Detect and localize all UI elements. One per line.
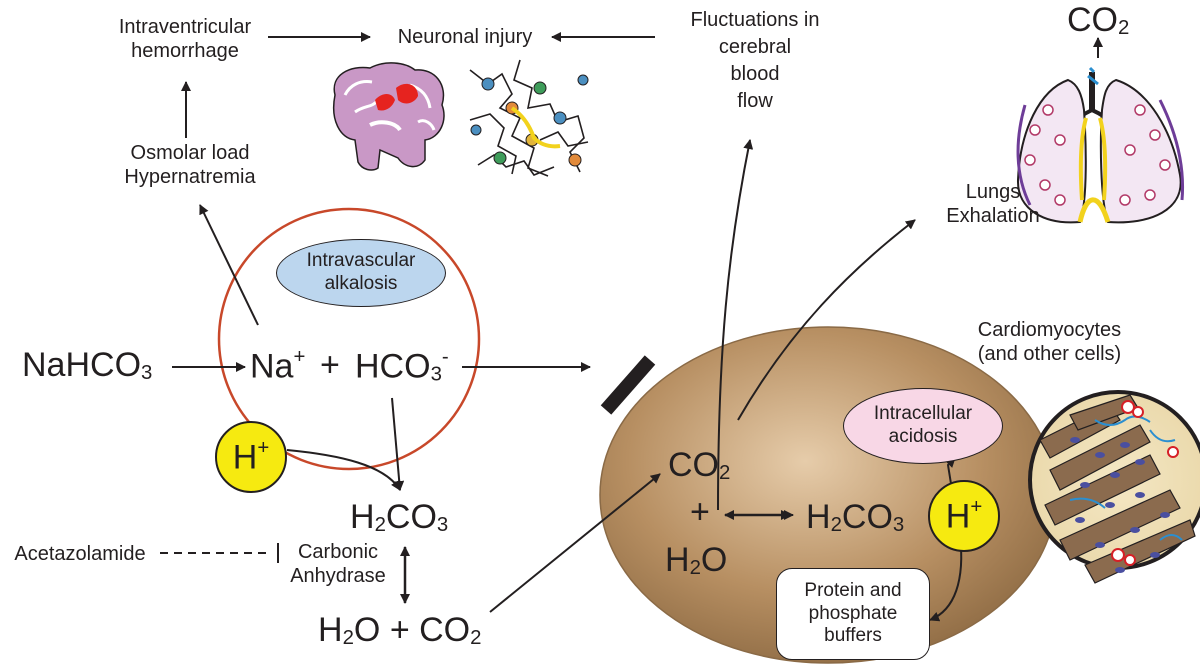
brain-section-icon: [333, 62, 445, 171]
double-arrows: [400, 510, 791, 604]
co2-formula-cell: CO2: [668, 446, 731, 485]
plus-sign-cell: +: [690, 493, 710, 531]
neurons-icon: [469, 59, 589, 177]
buffers-line1: Protein and: [804, 579, 902, 601]
h2co3-formula-left: H2CO3: [350, 498, 449, 537]
lungs-icon: [1016, 66, 1185, 224]
cardiomyocytes-label: Cardiomyocytes(and other cells): [977, 319, 1122, 365]
h2o-formula-cell: H2O: [665, 541, 728, 580]
intravascular-line2: alkalosis: [324, 273, 398, 294]
co2-formula-top: CO2: [1067, 1, 1130, 40]
intravascular-line1: Intravascular: [306, 250, 416, 272]
buffers-line3: buffers: [824, 625, 882, 647]
h-ion-circle-left: H+: [215, 421, 287, 493]
plus-sign: +: [320, 346, 340, 384]
h2co3-formula-cell: H2CO3: [806, 498, 905, 537]
buffers-line2: phosphate: [808, 602, 898, 624]
h-ion-circle-right: H+: [928, 480, 1000, 552]
nahco3-formula: NaHCO3: [22, 346, 153, 385]
intracellular-line2: acidosis: [888, 426, 958, 447]
na-formula: Na+: [250, 346, 306, 386]
acetazolamide-label: Acetazolamide: [14, 543, 146, 565]
block-bar: [600, 355, 656, 415]
hco3-formula: HCO3-: [355, 346, 449, 386]
arrows: [172, 32, 1103, 622]
intracellular-line1: Intracellular: [873, 403, 973, 425]
intravascular-circle: [217, 207, 481, 471]
h2o-co2-equation: H2O + CO2: [318, 611, 482, 650]
cardiomyocytes-icon: [1028, 390, 1200, 584]
neuronal-injury-label: Neuronal injury: [397, 26, 533, 48]
